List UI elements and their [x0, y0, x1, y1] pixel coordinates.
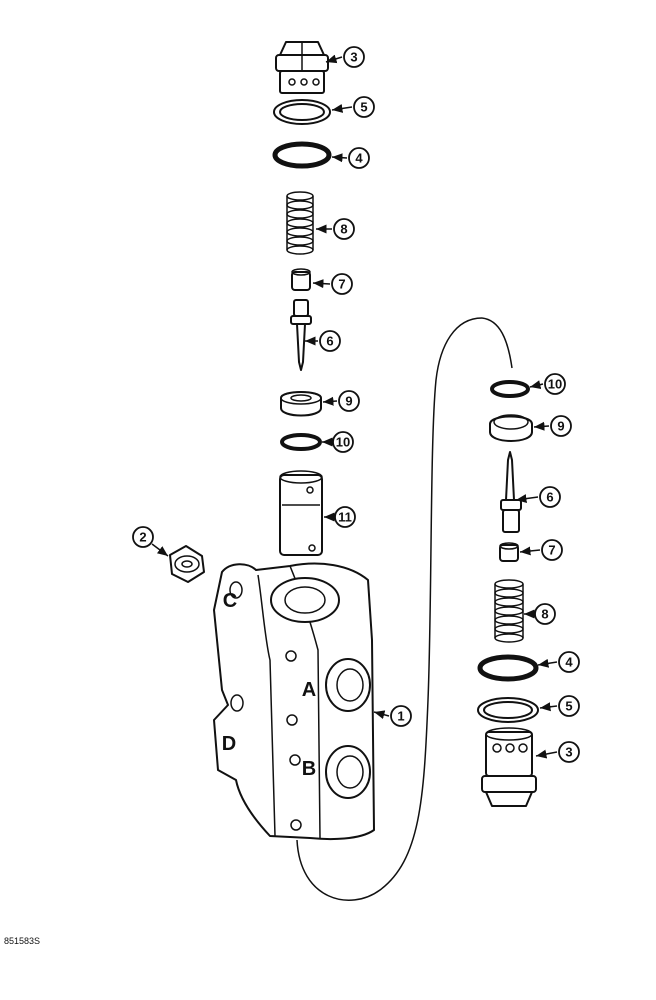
- part-oring-4-right: [477, 654, 539, 682]
- svg-text:10: 10: [336, 435, 350, 450]
- part-ring-5-right: [477, 697, 539, 723]
- part-cap-7-top: [291, 268, 311, 291]
- part-oring-10-right: [490, 380, 530, 398]
- svg-text:8: 8: [541, 607, 548, 622]
- part-oring-4-top: [272, 141, 332, 169]
- part-oring-10-top: [280, 433, 322, 451]
- svg-text:7: 7: [338, 277, 345, 292]
- callout-5-top: 5: [331, 96, 375, 118]
- callout-1: 1: [373, 705, 412, 727]
- part-spring-8-top: [286, 191, 314, 255]
- part-valve-body-1: C A D B: [213, 562, 375, 841]
- callout-5-right: 5: [539, 695, 580, 717]
- connecting-line-short: [481, 317, 513, 369]
- svg-text:11: 11: [338, 510, 352, 525]
- callout-7-top: 7: [312, 273, 353, 295]
- part-cap-7-right: [499, 542, 519, 562]
- svg-text:7: 7: [548, 543, 555, 558]
- svg-text:4: 4: [565, 655, 573, 670]
- callout-3-top: 3: [325, 46, 365, 68]
- svg-text:3: 3: [565, 745, 572, 760]
- callout-9-top: 9: [322, 390, 360, 412]
- callout-8-top: 8: [316, 218, 355, 240]
- callout-2: 2: [132, 526, 169, 557]
- callout-4-right: 4: [537, 651, 580, 673]
- port-label-a: A: [302, 679, 316, 701]
- callout-10-right: 10: [529, 373, 566, 395]
- callout-11: 11: [324, 506, 356, 528]
- svg-text:9: 9: [345, 394, 352, 409]
- svg-text:5: 5: [565, 699, 572, 714]
- callout-6-right: 6: [515, 486, 561, 508]
- part-hex-plug-2: [169, 545, 205, 583]
- port-label-d: D: [222, 733, 236, 755]
- svg-text:6: 6: [326, 334, 333, 349]
- callout-3-bottom: 3: [535, 741, 580, 763]
- svg-text:3: 3: [350, 50, 357, 65]
- figure-id: 851583S: [4, 936, 41, 946]
- port-label-b: B: [302, 758, 316, 780]
- callout-8-right: 8: [524, 603, 556, 625]
- part-pin-6-right: [500, 451, 522, 533]
- callout-6-top: 6: [305, 330, 341, 352]
- callout-9-right: 9: [533, 415, 572, 437]
- part-seat-9-top: [280, 391, 322, 417]
- svg-text:8: 8: [340, 222, 347, 237]
- connecting-line: [296, 317, 483, 901]
- part-spring-8-right: [494, 579, 524, 643]
- svg-text:1: 1: [397, 709, 404, 724]
- callout-10-top: 10: [322, 431, 354, 453]
- callout-4-top: 4: [331, 147, 370, 169]
- svg-text:10: 10: [548, 377, 562, 392]
- svg-text:5: 5: [360, 100, 367, 115]
- svg-text:2: 2: [139, 530, 146, 545]
- svg-text:6: 6: [546, 490, 553, 505]
- part-spool-11: [279, 470, 323, 556]
- part-plug-bottom: [481, 727, 537, 807]
- part-ring-5-top: [273, 99, 331, 125]
- svg-text:9: 9: [557, 419, 564, 434]
- part-seat-9-right: [489, 414, 533, 442]
- part-pin-6-top: [290, 299, 312, 371]
- callout-7-right: 7: [519, 539, 563, 561]
- svg-text:4: 4: [355, 151, 363, 166]
- part-plug-top: [275, 41, 329, 94]
- port-label-c: C: [223, 590, 237, 612]
